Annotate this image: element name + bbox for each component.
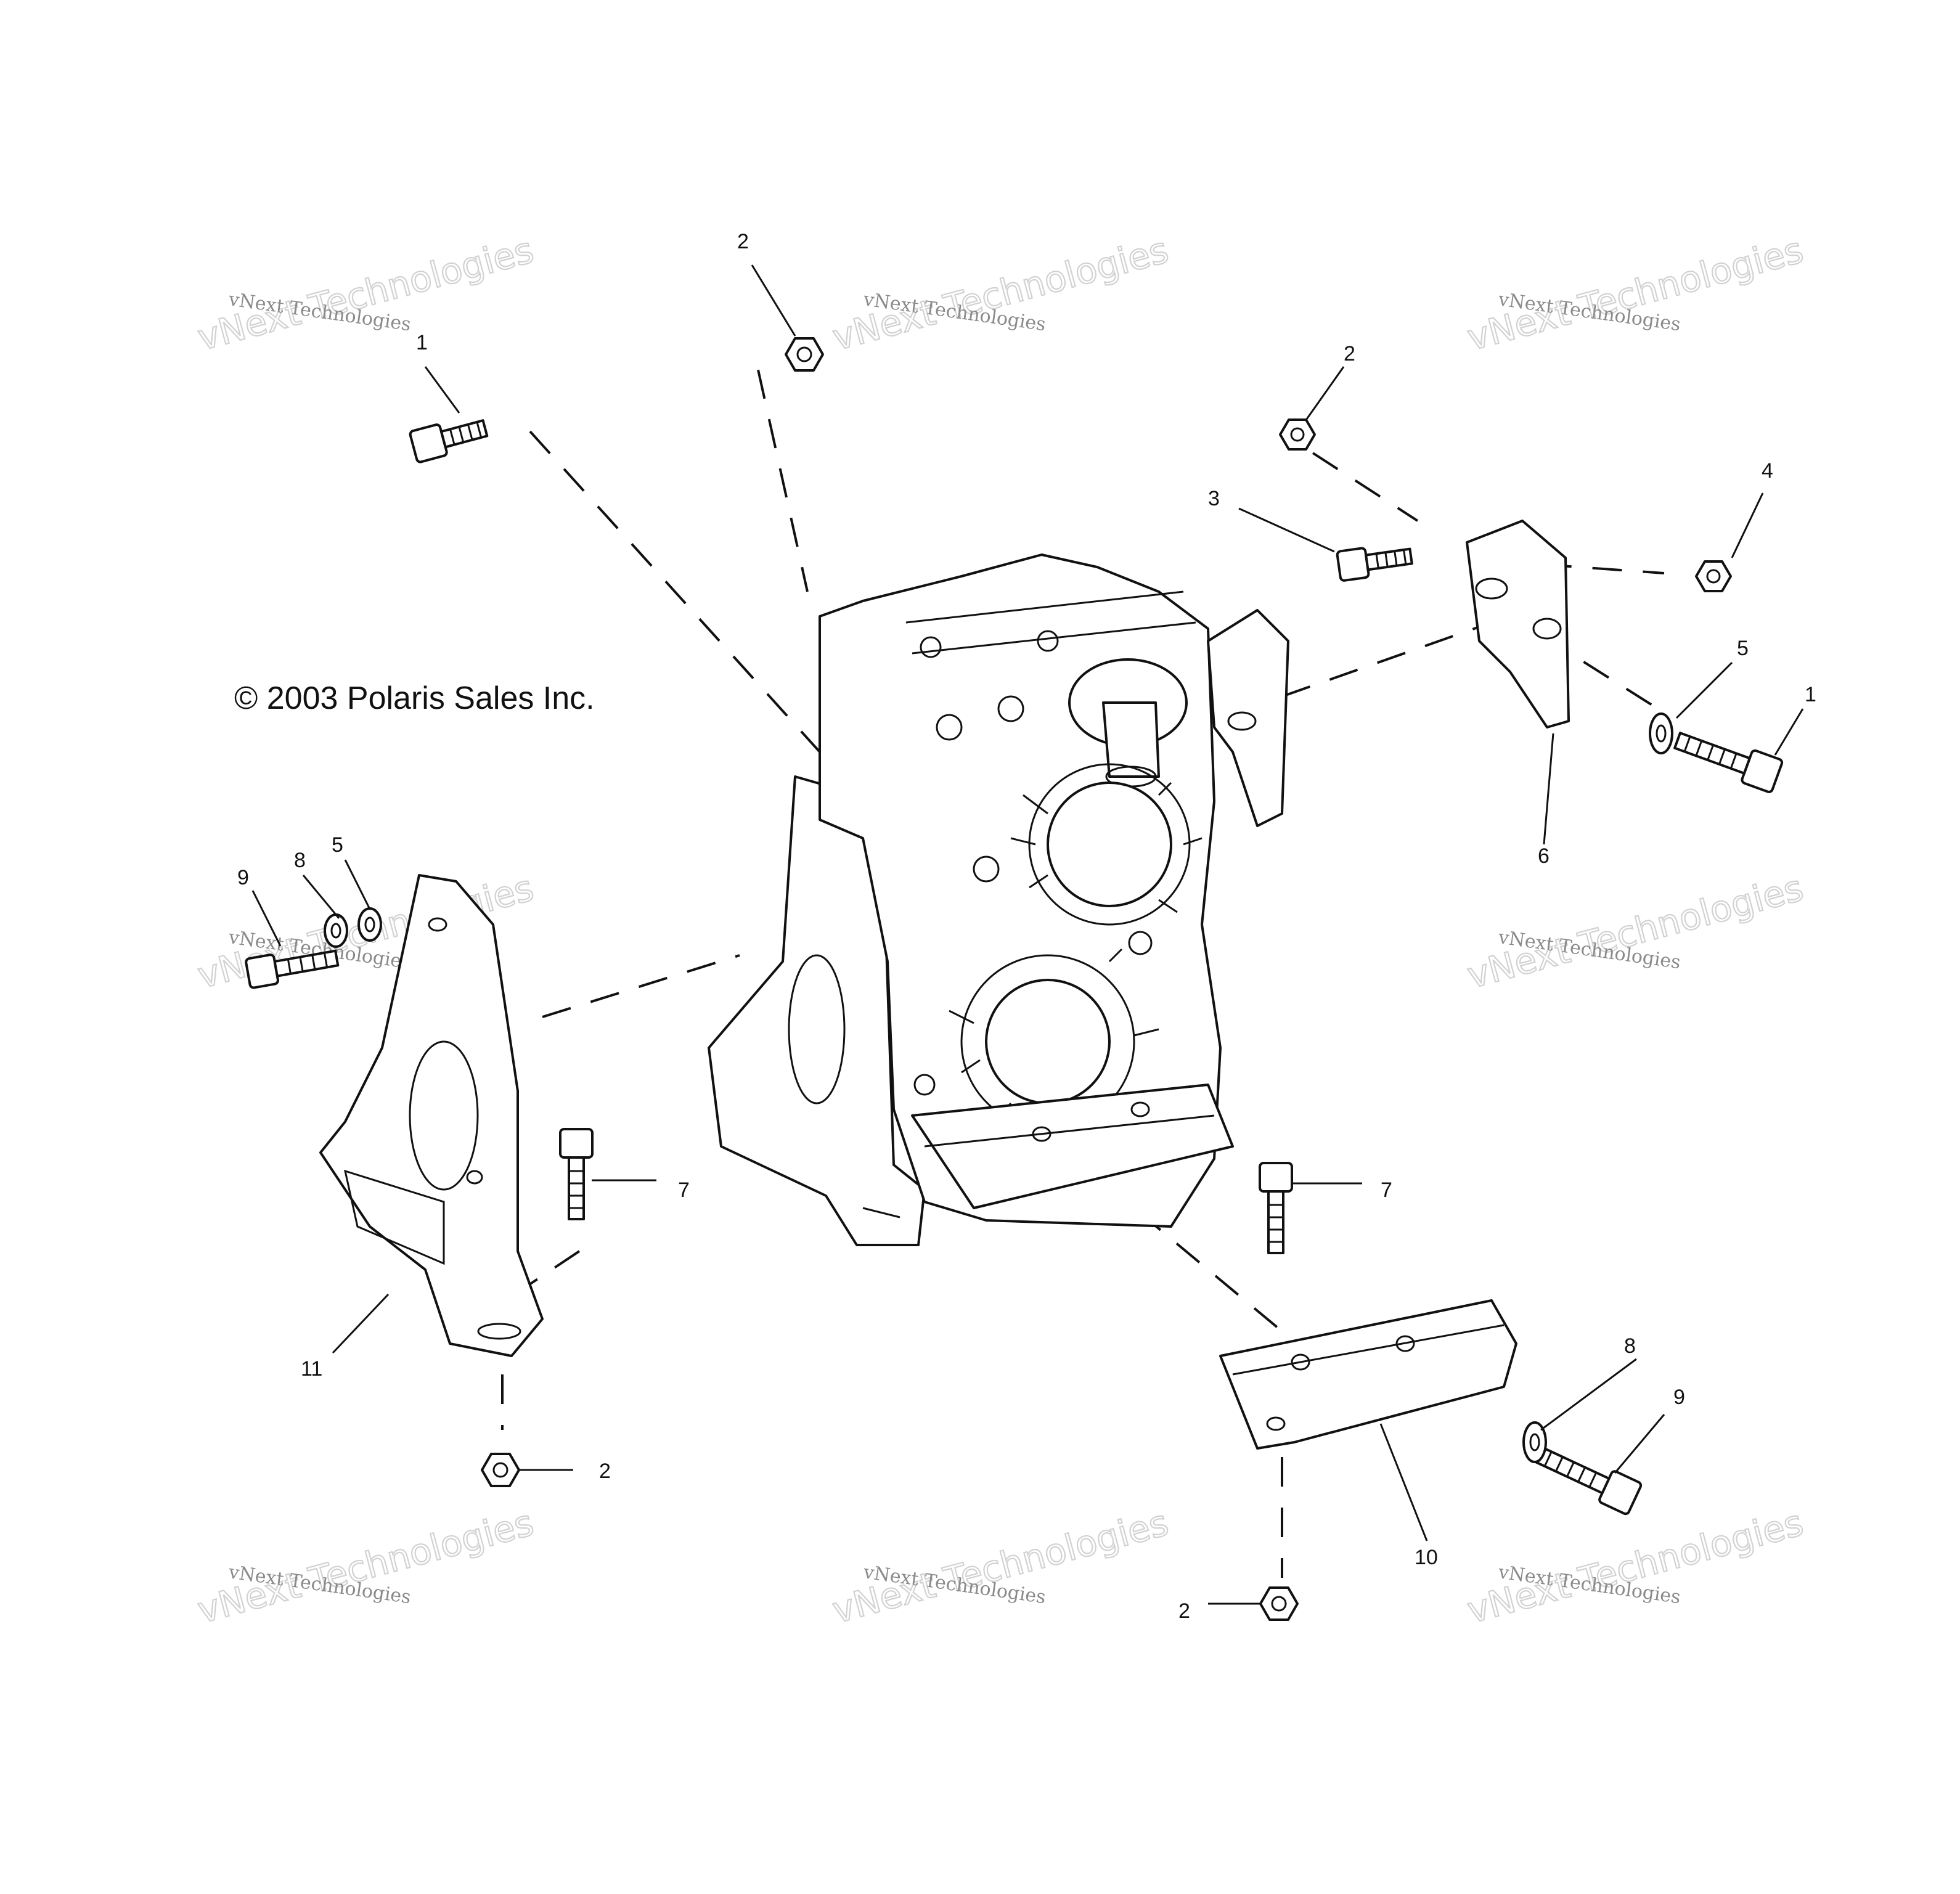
hex-nut-icon[interactable] xyxy=(1695,560,1732,592)
bolt-icon[interactable] xyxy=(245,944,340,989)
bolt-icon[interactable] xyxy=(1259,1162,1293,1254)
bolt-icon[interactable] xyxy=(409,413,489,463)
hex-nut-icon[interactable] xyxy=(481,1453,520,1487)
callout-7: 7 xyxy=(1381,1178,1392,1202)
bolt-icon[interactable] xyxy=(559,1128,594,1220)
callout-11: 11 xyxy=(301,1357,322,1381)
callout-5: 5 xyxy=(1737,637,1749,660)
leader-lines xyxy=(251,264,1804,1605)
callout-2: 2 xyxy=(599,1459,611,1483)
callout-9: 9 xyxy=(237,866,249,889)
part-6-bracket[interactable] xyxy=(1466,520,1570,729)
bolt-icon[interactable] xyxy=(1672,724,1784,793)
callout-9: 9 xyxy=(1673,1386,1685,1409)
callout-8: 8 xyxy=(294,849,306,872)
callout-1: 1 xyxy=(1805,683,1816,706)
hex-nut-icon[interactable] xyxy=(1259,1586,1299,1621)
callout-2: 2 xyxy=(1178,1599,1190,1623)
washer-icon[interactable] xyxy=(1522,1421,1547,1463)
callout-1: 1 xyxy=(416,331,428,354)
bolt-icon[interactable] xyxy=(1531,1439,1643,1516)
callout-7: 7 xyxy=(678,1178,690,1202)
callout-labels: 1 2 2 3 4 5 1 6 9 8 5 7 7 11 2 8 9 10 2 xyxy=(237,230,1816,1623)
callout-10: 10 xyxy=(1415,1546,1438,1569)
washer-icon[interactable] xyxy=(357,907,382,942)
copyright-notice: © 2003 Polaris Sales Inc. xyxy=(234,680,595,716)
hex-nut-icon[interactable] xyxy=(1279,418,1316,451)
hex-nut-icon[interactable] xyxy=(785,337,824,372)
callout-2: 2 xyxy=(1344,342,1355,365)
part-11-bracket[interactable] xyxy=(319,874,544,1357)
callout-4: 4 xyxy=(1762,459,1773,483)
gearcase-assembly[interactable] xyxy=(708,553,1289,1246)
callout-2: 2 xyxy=(737,230,749,253)
washer-icon[interactable] xyxy=(324,913,348,948)
callout-3: 3 xyxy=(1208,487,1220,510)
callout-6: 6 xyxy=(1538,844,1550,868)
bolt-icon[interactable] xyxy=(1336,542,1413,582)
callout-8: 8 xyxy=(1624,1334,1636,1358)
callout-5: 5 xyxy=(332,833,343,857)
part-10-bracket[interactable] xyxy=(1219,1299,1517,1450)
washer-icon[interactable] xyxy=(1649,712,1673,754)
